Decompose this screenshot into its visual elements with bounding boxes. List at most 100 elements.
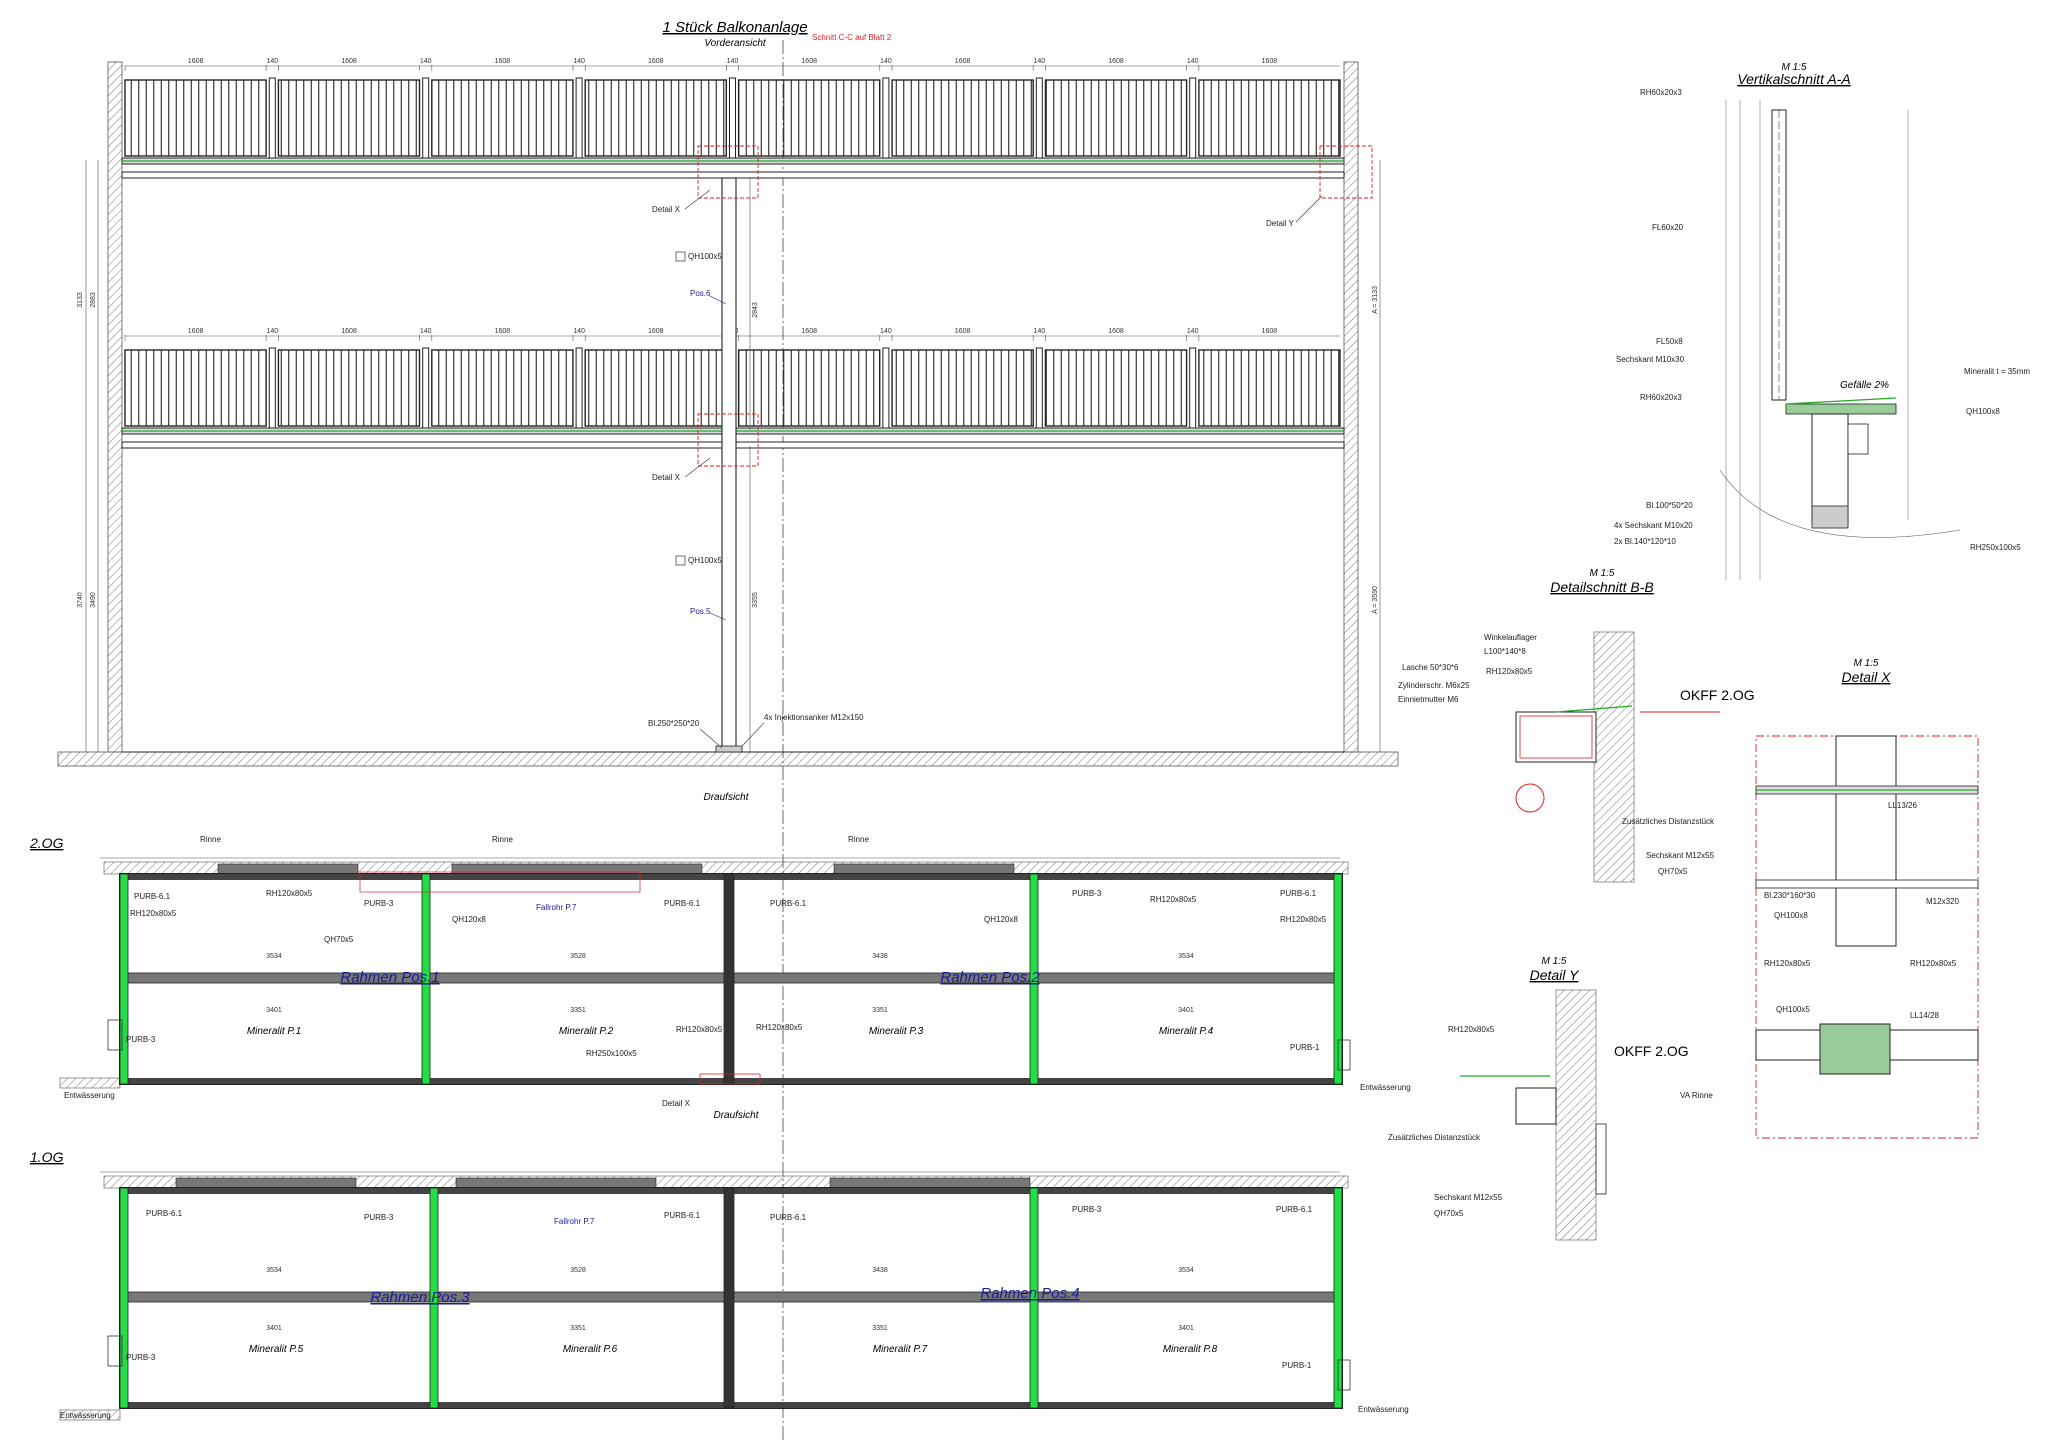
dim-left-total-bottom: 3740 xyxy=(77,592,84,608)
railing-dim: 1608 xyxy=(1108,328,1124,335)
part-rh120-c: RH120x80x5 xyxy=(1150,895,1197,904)
right-wall xyxy=(1343,61,1359,753)
railing-dim: 140 xyxy=(420,328,432,335)
section-bb-scale: M 1:5 xyxy=(1589,568,1614,579)
x-ll13: LL13/26 xyxy=(1888,801,1917,810)
span-bot-1og-4: 3401 xyxy=(1178,1325,1194,1332)
part-rh250: RH250x100x5 xyxy=(586,1049,637,1058)
railing-panel xyxy=(891,349,1034,427)
railing-dim: 140 xyxy=(727,58,739,65)
part-purb61-a: PURB-6.1 xyxy=(134,892,171,901)
part-1og-purb61-a: PURB-6.1 xyxy=(146,1209,183,1218)
railing-post xyxy=(575,347,583,435)
label-plate: Bl.250*250*20 xyxy=(648,719,700,728)
railing-post xyxy=(1189,347,1197,435)
label-pos6: Pos.6 xyxy=(690,289,711,298)
railing-dim: 1608 xyxy=(1108,58,1124,65)
railing-dim: 140 xyxy=(1033,58,1045,65)
label-qh-lower: QH100x5 xyxy=(688,556,722,565)
detail-x: M 1:5 Detail X LL13/26 Bl.230*160*30 M12… xyxy=(1680,658,1979,1139)
bb-lasche: Lasche 50*30*6 xyxy=(1402,663,1459,672)
railing-post xyxy=(268,347,276,435)
span-bot-2og-4: 3401 xyxy=(1178,1007,1194,1014)
part-1og-purb61-d: PURB-6.1 xyxy=(1276,1205,1313,1214)
railing-panel xyxy=(277,79,421,157)
span-bot-1og-3: 3351 xyxy=(872,1325,888,1332)
part-purb61-d: PURB-6.1 xyxy=(1280,889,1317,898)
part-purb3-c: PURB-3 xyxy=(126,1035,156,1044)
aa-rh60-bot: RH60x20x3 xyxy=(1640,393,1682,402)
detail-x-title: Detail X xyxy=(1841,669,1891,685)
plan-2og: 2.OG Draufsicht Rinne Rinne Rinne Rahmen… xyxy=(29,792,1411,1108)
aa-mineralit: Mineralit t = 35mm xyxy=(1964,367,2030,376)
railing-dim: 140 xyxy=(1187,58,1199,65)
railing-dim: 140 xyxy=(573,58,585,65)
ground xyxy=(57,751,1399,767)
aa-rh60-top: RH60x20x3 xyxy=(1640,88,1682,97)
railing-dim: 140 xyxy=(1187,328,1199,335)
front-view-title: 1 Stück Balkonanlage xyxy=(662,19,807,36)
x-m12: M12x320 xyxy=(1926,897,1959,906)
railing-panel xyxy=(277,349,421,427)
drain-left-2og: Entwässerung xyxy=(64,1091,115,1100)
railing-panel xyxy=(431,79,574,157)
bb-qh70: QH70x5 xyxy=(1658,867,1688,876)
railing-post xyxy=(882,77,890,165)
aa-screws4: 4x Sechskant M10x20 xyxy=(1614,521,1693,530)
part-1og-purb3-c: PURB-3 xyxy=(126,1353,156,1362)
railing-post xyxy=(575,77,583,165)
railing-panel xyxy=(431,349,574,427)
railing-panel xyxy=(1198,349,1341,427)
x-qh100: QH100x8 xyxy=(1774,911,1808,920)
dim-left-inner-bottom: 3490 xyxy=(90,592,97,608)
bb-okff: OKFF 2.OG xyxy=(1680,687,1755,703)
railing-dim: 1608 xyxy=(801,58,817,65)
railing-dim: 1608 xyxy=(341,58,357,65)
frame-pos4: Rahmen Pos.4 xyxy=(980,1285,1079,1302)
mineral-p6: Mineralit P.6 xyxy=(563,1344,618,1355)
plan-2og-title: Draufsicht xyxy=(703,792,749,803)
railing-dim: 140 xyxy=(420,58,432,65)
part-1og-purb1: PURB-1 xyxy=(1282,1361,1312,1370)
base-plate xyxy=(715,745,743,753)
span-bot-2og-3: 3351 xyxy=(872,1007,888,1014)
part-rh120-b: RH120x80x5 xyxy=(266,889,313,898)
bb-rh120: RH120x80x5 xyxy=(1486,667,1533,676)
aa-plate1: Bl.100*50*20 xyxy=(1646,501,1693,510)
railing-post xyxy=(882,347,890,435)
section-bb: M 1:5 Detailschnitt B-B OKFF 2.OG Winkel… xyxy=(1398,568,1755,883)
railing-dim: 140 xyxy=(1033,328,1045,335)
x-bl230: Bl.230*160*30 xyxy=(1764,891,1816,900)
railing-dim: 140 xyxy=(880,328,892,335)
aa-rh250: RH250x100x5 xyxy=(1970,543,2021,552)
aa-qh100: QH100x8 xyxy=(1966,407,2000,416)
detail-y: M 1:5 Detail Y OKFF 2.OG RH120x80x5 Zusä… xyxy=(1388,956,1689,1241)
rinne-3: Rinne xyxy=(848,835,869,844)
part-purb61-b: PURB-6.1 xyxy=(664,899,701,908)
railing-dim: 140 xyxy=(266,58,278,65)
part-1og-purb61-c: PURB-6.1 xyxy=(770,1213,807,1222)
railing-dim: 1608 xyxy=(495,328,511,335)
part-rh120-d: RH120x80x5 xyxy=(1280,915,1327,924)
aa-fl50: FL50x8 xyxy=(1656,337,1683,346)
plan-1og-title: Draufsicht xyxy=(713,1110,759,1121)
mineral-p7: Mineralit P.7 xyxy=(873,1344,928,1355)
dim-column-lower: 3355 xyxy=(752,592,759,608)
y-qh70: QH70x5 xyxy=(1434,1209,1464,1218)
section-aa-scale: M 1:5 xyxy=(1781,62,1806,73)
dim-left-inner-top: 2883 xyxy=(90,292,97,308)
section-bb-title: Detailschnitt B-B xyxy=(1550,579,1653,595)
aa-fl60: FL60x20 xyxy=(1652,223,1684,232)
dim-right-upper: A = 3133 xyxy=(1372,286,1379,314)
railing-panel xyxy=(584,349,728,427)
railing-dim: 1608 xyxy=(955,58,971,65)
section-note: Schnitt C-C auf Blatt 2 xyxy=(812,33,892,42)
railing-dims-lower: 1608140160814016081401608140160814016081… xyxy=(124,328,1278,341)
span-top-1og-1: 3534 xyxy=(266,1267,282,1274)
left-wall xyxy=(107,61,123,753)
railing-dim: 1608 xyxy=(1262,328,1278,335)
span-top-1og-2: 3528 xyxy=(570,1267,586,1274)
railing-dim: 1608 xyxy=(495,58,511,65)
railing-panel xyxy=(124,79,267,157)
